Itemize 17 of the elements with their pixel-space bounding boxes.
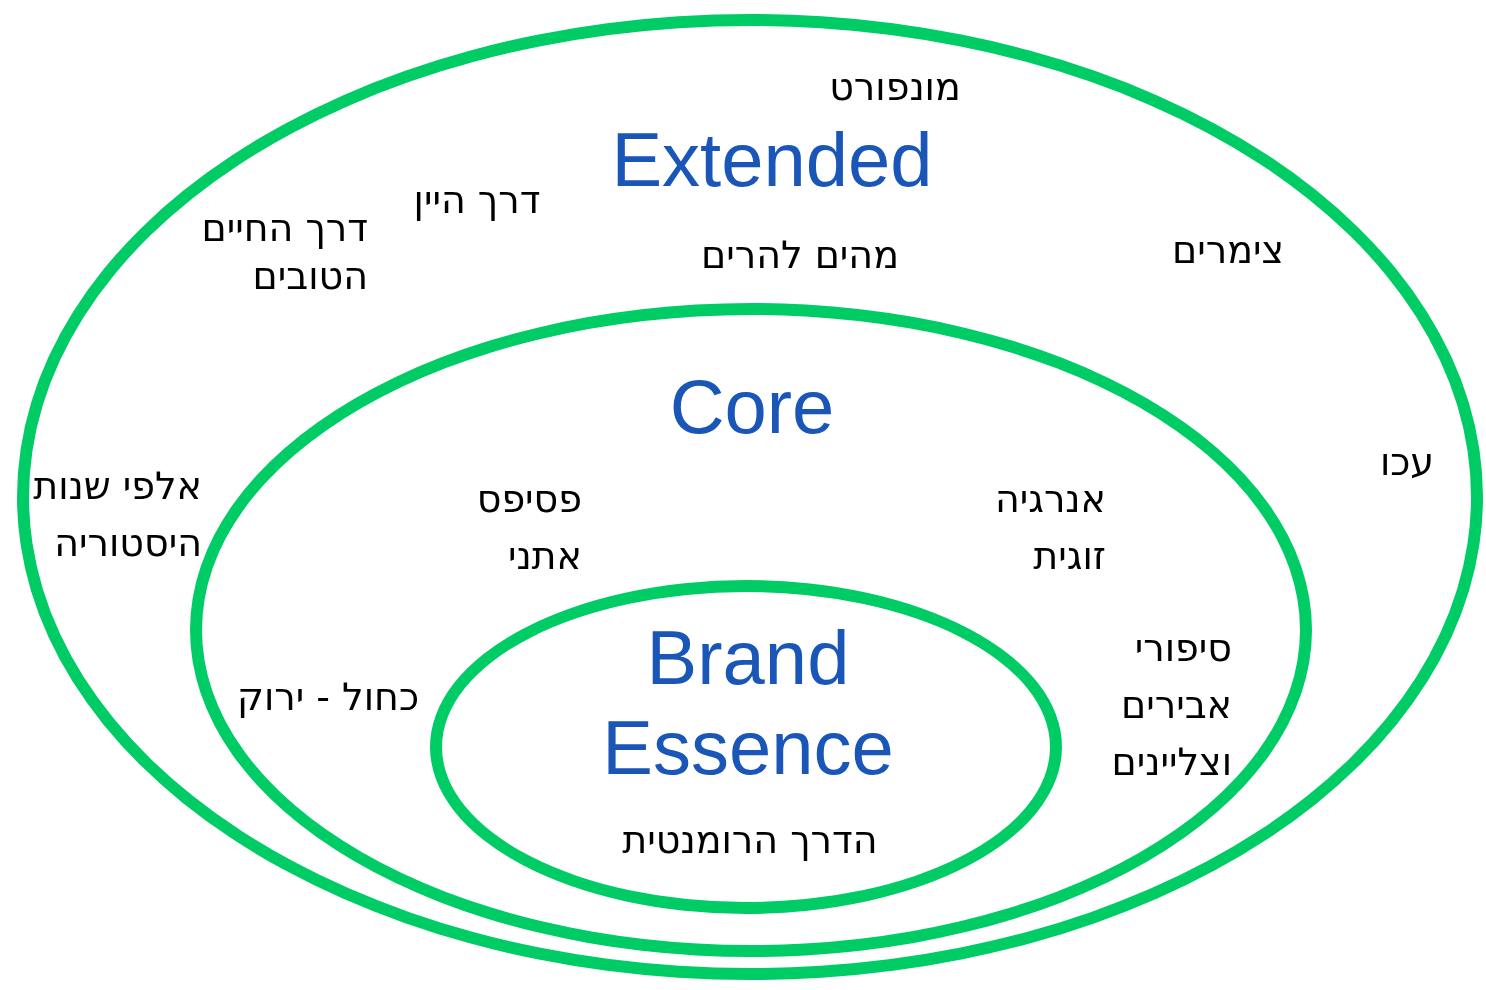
ring-label: דרך היין	[413, 176, 541, 224]
ring-label: כחול - ירוק	[237, 673, 419, 721]
ring-label: הדרך הרומנטית	[622, 816, 878, 864]
ring-label: עכו	[1379, 438, 1435, 486]
ring-ellipse	[430, 580, 1062, 914]
ring-label: מהים להרים	[701, 231, 899, 279]
ring-label: פסיפס אתני	[475, 476, 582, 580]
ring-heading: Extended	[611, 116, 933, 204]
ring-label: מונפורט	[829, 63, 961, 111]
ring-label: צימרים	[1172, 226, 1284, 274]
ring-ellipse	[17, 14, 1483, 980]
ring-label: אנרגיה זוגית	[993, 476, 1106, 580]
ring-label: דרך החיים הטובים	[200, 205, 368, 300]
ring-heading: Core	[669, 363, 835, 451]
ring-label: אלפי שנות היסטוריה	[32, 463, 202, 567]
ring-label: סיפורי אבירים וצליינים	[1110, 624, 1232, 786]
ring-heading: Brand Essence	[601, 614, 895, 792]
